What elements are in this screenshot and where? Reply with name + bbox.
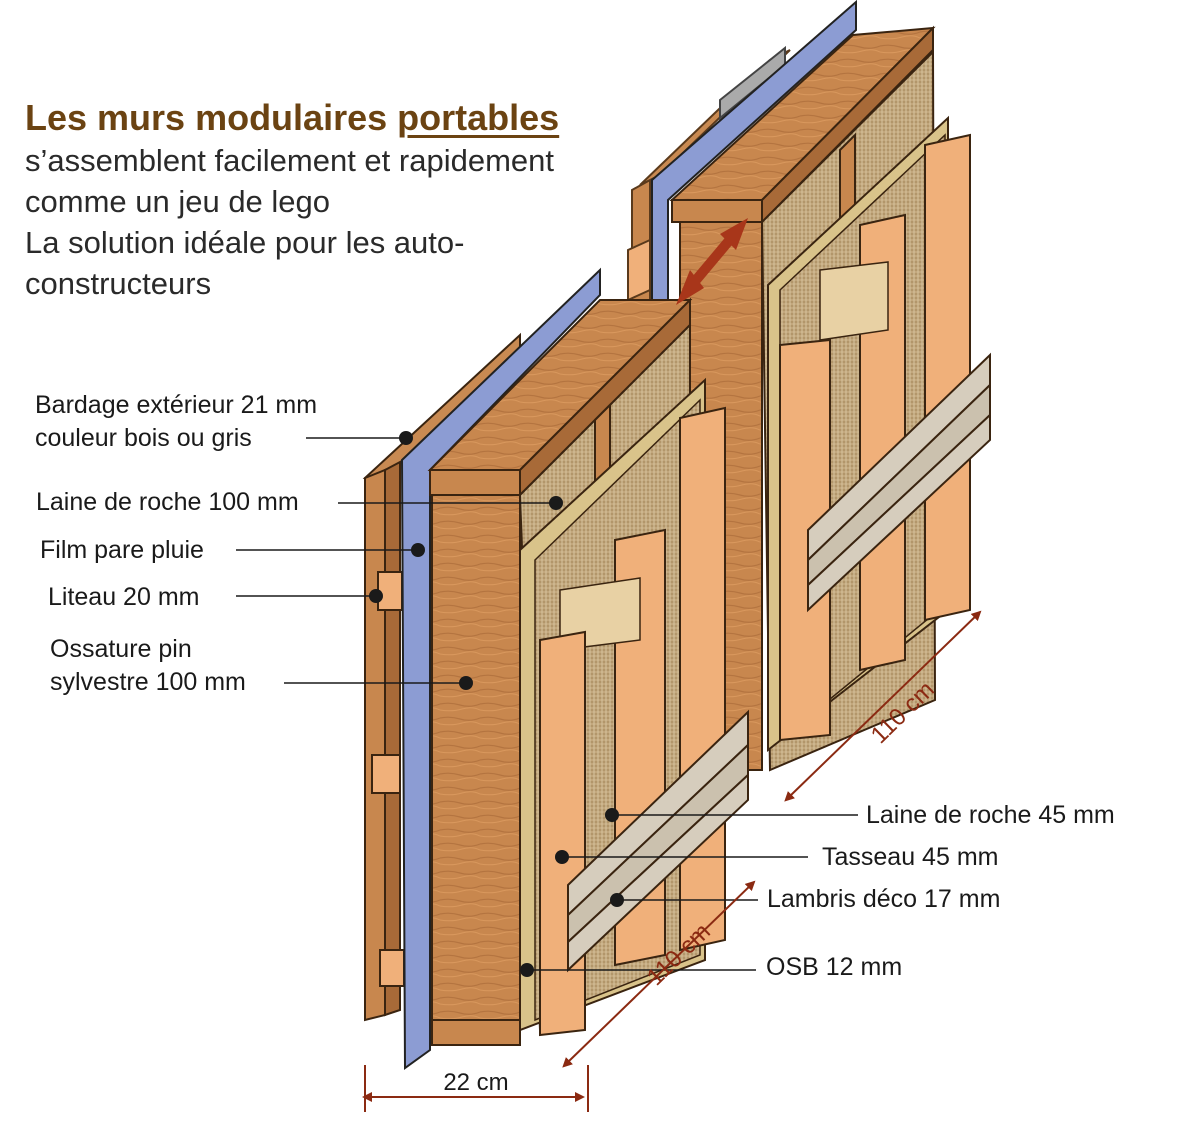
- label-laine-45: Laine de roche 45 mm: [866, 801, 1115, 829]
- subtitle-line: comme un jeu de lego: [25, 184, 331, 219]
- label-bardage-line2: couleur bois ou gris: [35, 424, 252, 452]
- label-film: Film pare pluie: [40, 536, 204, 564]
- leader-dot: [411, 543, 425, 557]
- leader-dot: [399, 431, 413, 445]
- subtitle-line: constructeurs: [25, 266, 212, 301]
- headline: Les murs modulaires portables s’assemble…: [25, 96, 645, 304]
- title-plain: Les murs modulaires: [25, 97, 398, 138]
- label-lambris: Lambris déco 17 mm: [767, 885, 1001, 913]
- leader-dot: [369, 589, 383, 603]
- subtitle-line: s’assemblent facilement et rapidement: [25, 143, 554, 178]
- label-laine-100: Laine de roche 100 mm: [36, 488, 299, 516]
- connection-arrow-head: [676, 270, 704, 305]
- dimension-depth: 22 cm: [362, 1065, 589, 1112]
- label-osb: OSB 12 mm: [766, 953, 903, 981]
- subtitle-line: La solution idéale pour les auto-: [25, 225, 465, 260]
- label-tasseau: Tasseau 45 mm: [822, 843, 999, 871]
- leader-dot: [459, 676, 473, 690]
- label-ossature-line1: Ossature pin: [50, 635, 192, 663]
- title-underlined: portables: [397, 97, 560, 138]
- label-liteau: Liteau 20 mm: [48, 583, 200, 611]
- leader-dot: [549, 496, 563, 510]
- dimension-depth-label: 22 cm: [443, 1069, 508, 1096]
- back-module: [627, 0, 991, 772]
- connection-arrow-head: [720, 218, 748, 250]
- label-ossature-line2: sylvestre 100 mm: [50, 668, 246, 696]
- title: Les murs modulaires portables: [25, 96, 645, 140]
- label-bardage-line1: Bardage extérieur 21 mm: [35, 391, 318, 419]
- left-leaders: [236, 437, 556, 684]
